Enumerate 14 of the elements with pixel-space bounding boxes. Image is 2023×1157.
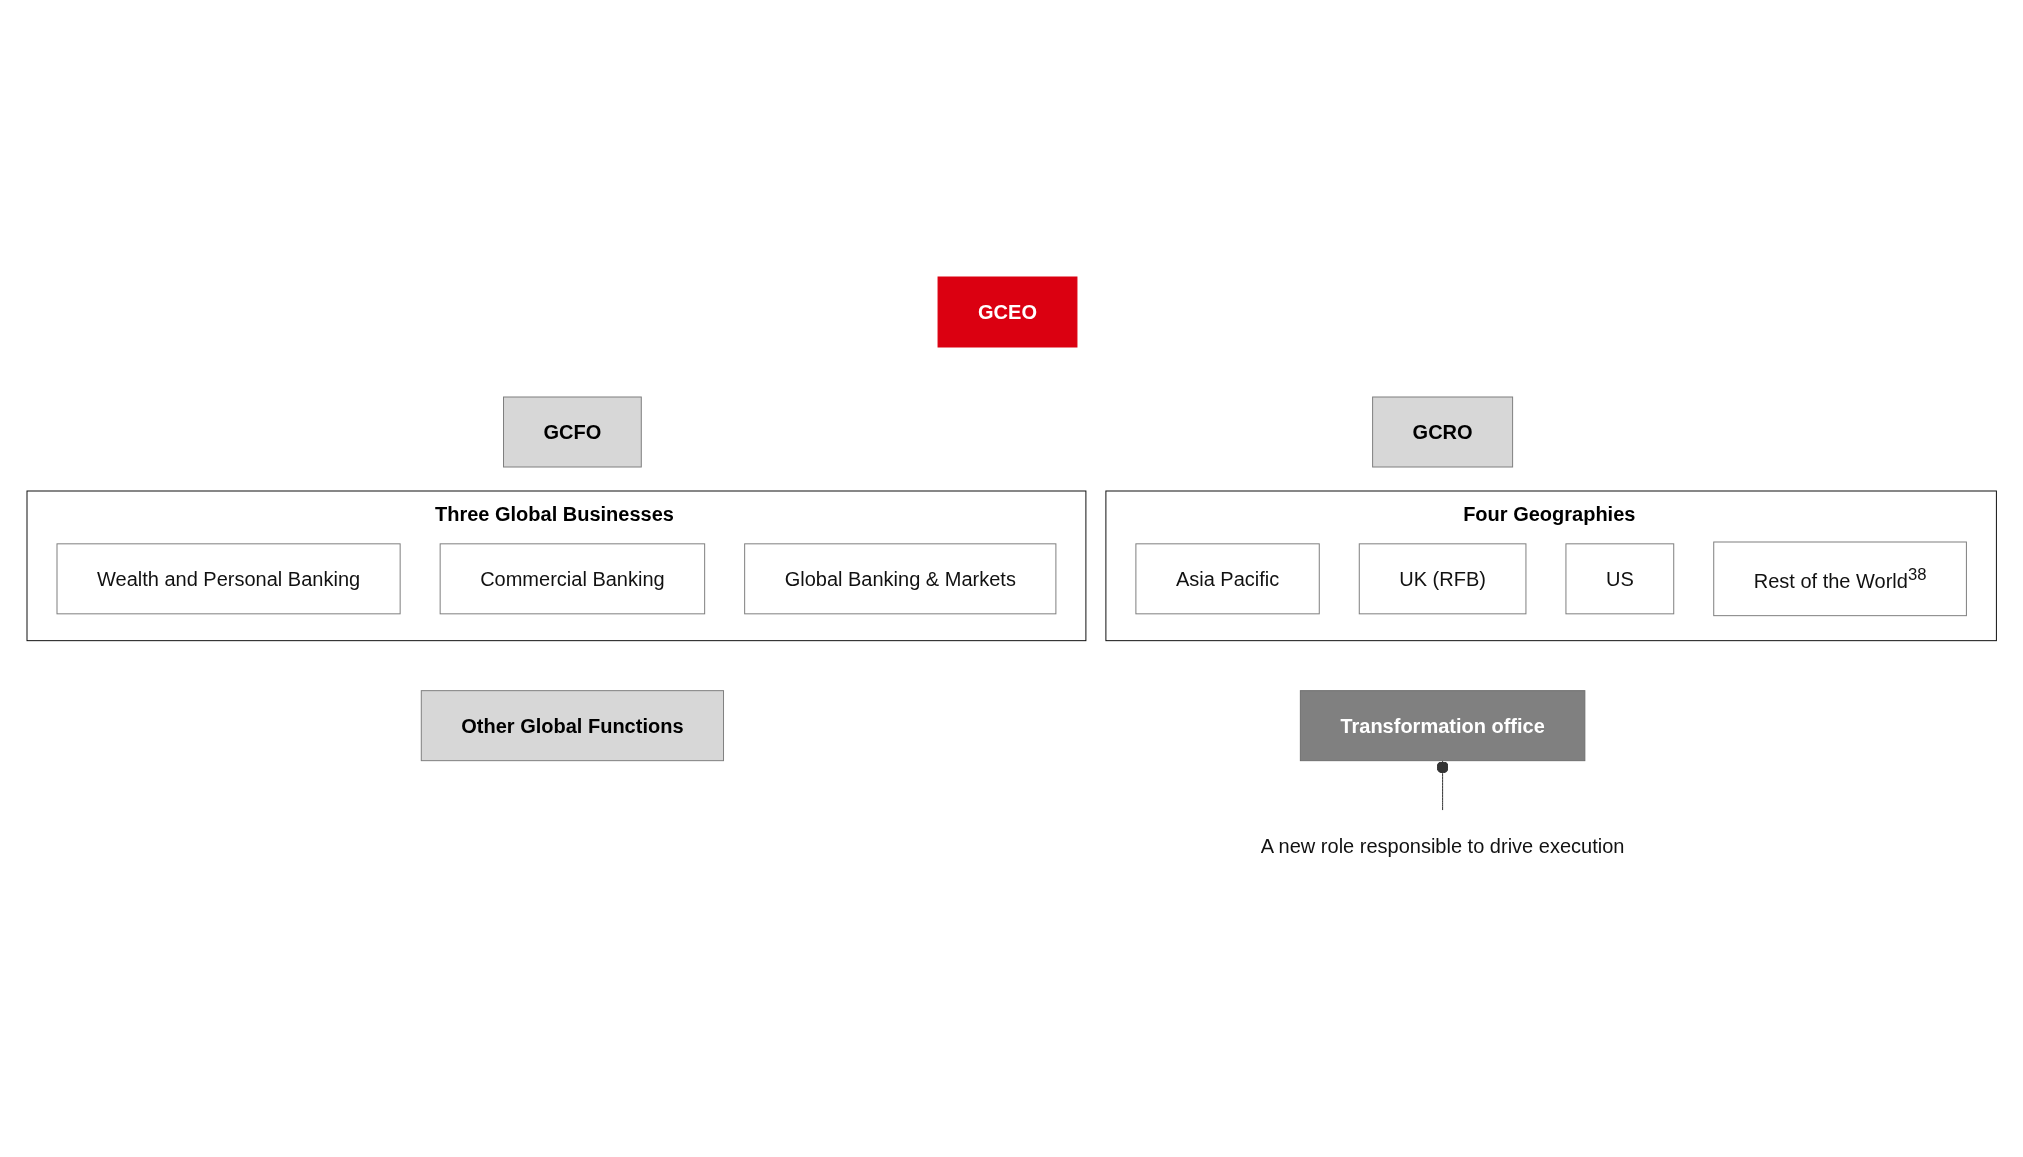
node-box: Rest of the World$^{38}$ xyxy=(1713,541,1967,616)
node-text: A new role responsible to drive execution xyxy=(1260,834,1625,857)
node-box: Global Banking & Markets xyxy=(743,543,1057,614)
node-box: Wealth and Personal Banking xyxy=(56,543,401,614)
node-box: US xyxy=(1565,543,1675,614)
node-box: Other Global Functions xyxy=(420,689,724,761)
node-box: Commercial Banking xyxy=(439,543,705,614)
node-box: GCEO xyxy=(937,276,1078,348)
node-box: UK (RFB) xyxy=(1358,543,1527,614)
node-box: GCRO xyxy=(1371,396,1513,468)
node-box: Asia Pacific xyxy=(1135,543,1320,614)
node-box: GCFO xyxy=(502,396,642,468)
connector xyxy=(1436,759,1449,811)
node-box: Transformation office xyxy=(1299,689,1586,761)
